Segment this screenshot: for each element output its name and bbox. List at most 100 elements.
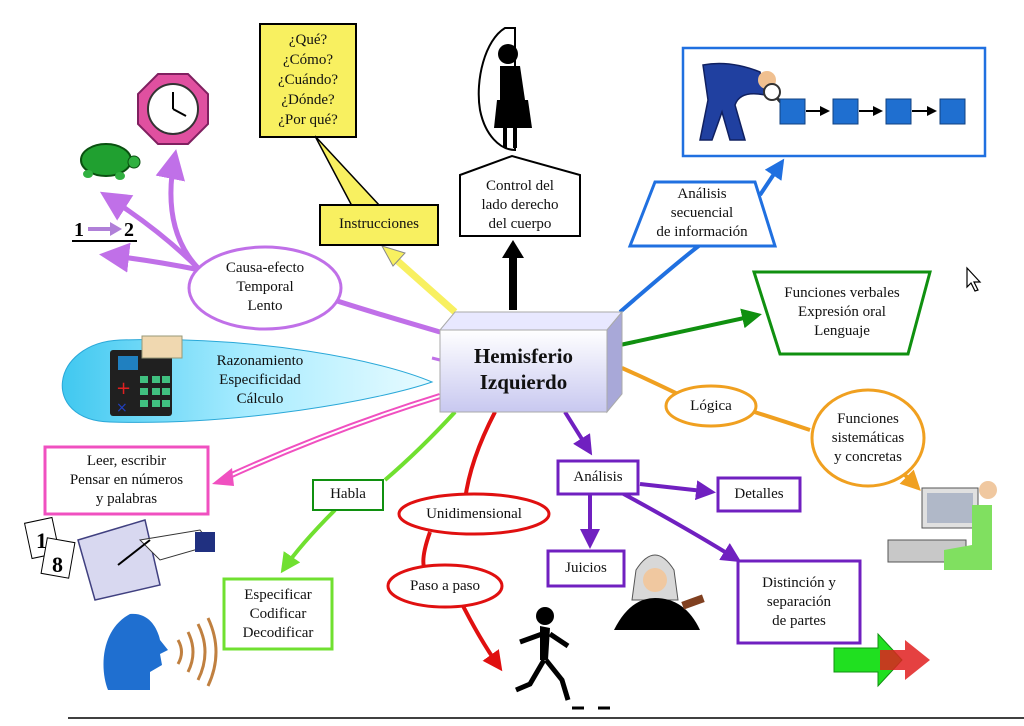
center-title-line1: Hemisferio xyxy=(473,344,574,368)
instrucciones-box xyxy=(319,204,439,246)
clock-icon xyxy=(137,73,209,145)
svg-text:×: × xyxy=(116,400,128,416)
calculator-icon: + × xyxy=(110,335,183,416)
analisis-sec-line1: Análisis xyxy=(677,186,727,202)
analisis-label: Análisis xyxy=(573,469,623,485)
instrucciones-callout-tail xyxy=(314,135,382,207)
analisis-box xyxy=(556,459,640,496)
question-donde: ¿Dónde? xyxy=(281,92,335,108)
mouse-cursor-icon xyxy=(966,266,982,292)
razonamiento-line3: Cálculo xyxy=(236,391,284,407)
unidimensional-connector xyxy=(421,411,500,668)
logica-ellipse xyxy=(664,384,758,428)
logica-label: Lógica xyxy=(690,398,732,414)
leer-connector-inner xyxy=(224,395,441,479)
center-node[interactable] xyxy=(438,310,624,414)
habla-connector xyxy=(283,410,457,570)
control-line2: lado derecho xyxy=(481,197,559,213)
especificar-box xyxy=(222,577,334,651)
detalles-label: Detalles xyxy=(734,486,784,502)
especificar-label: Especificar Codificar Decodificar xyxy=(224,586,332,643)
question-que: ¿Qué? xyxy=(288,32,328,48)
woman-silhouette-icon xyxy=(477,27,532,152)
funciones-verbales-label: Funciones verbales Expresión oral Lengua… xyxy=(760,284,924,341)
distincion-label: Distinción y separación de partes xyxy=(738,574,860,631)
speaking-head-icon xyxy=(103,613,218,690)
funciones-sist-line1: Funciones xyxy=(837,411,899,427)
sequence-one-two-icon: 1 2 xyxy=(72,219,137,242)
paso-label: Paso a paso xyxy=(410,578,480,594)
control-line3: del cuerpo xyxy=(488,216,552,232)
especificar-line3: Decodificar xyxy=(242,625,314,641)
distincion-line1: Distinción y xyxy=(762,575,836,591)
funciones-verbales-line3: Lenguaje xyxy=(814,323,870,339)
paso-ellipse xyxy=(386,563,504,609)
control-arrow-head xyxy=(502,240,524,258)
analisis-sec-label: Análisis secuencial de información xyxy=(632,185,772,242)
unidimensional-ellipse xyxy=(397,492,551,536)
instrucciones-arrow-head xyxy=(380,245,406,267)
handwriting-icon: 1 8 xyxy=(23,516,215,601)
computer-user-icon xyxy=(887,481,997,570)
questions-box xyxy=(259,23,357,138)
question-por-que: ¿Por qué? xyxy=(278,112,338,128)
analisis-connectors xyxy=(563,410,742,563)
instrucciones-label: Instrucciones xyxy=(339,216,419,232)
razonamiento-connector xyxy=(431,356,441,362)
juicios-label: Juicios xyxy=(565,560,607,576)
svg-text:1: 1 xyxy=(36,528,47,553)
svg-text:1: 1 xyxy=(74,219,84,241)
razonamiento-line1: Razonamiento xyxy=(216,353,304,369)
leer-box xyxy=(43,445,210,516)
questions-list: ¿Qué? ¿Cómo? ¿Cuándo? ¿Dónde? ¿Por qué? xyxy=(260,30,356,130)
question-cuando: ¿Cuándo? xyxy=(278,72,338,88)
funciones-verbales-box xyxy=(751,270,932,356)
control-box xyxy=(459,154,581,237)
center-title-line2: Izquierdo xyxy=(479,370,568,394)
funciones-verbales-connector xyxy=(619,308,762,347)
juicios-box xyxy=(546,549,626,588)
razonamiento-label: Razonamiento Especificidad Cálculo xyxy=(195,352,325,409)
sequence-squares-icon xyxy=(779,98,966,125)
leer-label: Leer, escribir Pensar en números y palab… xyxy=(45,452,208,509)
funciones-verbales-line1: Funciones verbales xyxy=(784,285,900,301)
runner-icon xyxy=(515,607,610,710)
razonamiento-line2: Especificidad xyxy=(219,372,301,388)
causa-label: Causa-efecto Temporal Lento xyxy=(190,259,340,316)
leer-line1: Leer, escribir xyxy=(86,453,167,469)
habla-box xyxy=(312,479,384,511)
analisis-sec-connector xyxy=(618,162,782,314)
svg-text:+: + xyxy=(116,378,131,399)
causa-ellipse xyxy=(187,245,343,331)
control-line1: Control del xyxy=(486,178,554,194)
funciones-sist-line3: y concretas xyxy=(834,449,902,465)
funciones-sist-ellipse xyxy=(810,388,926,488)
leer-arrow-head xyxy=(212,468,234,486)
green-arrow-icon xyxy=(833,632,930,688)
especificar-line2: Codificar xyxy=(249,606,307,622)
causa-line2: Temporal xyxy=(236,279,294,295)
analisis-sec-line2: secuencial xyxy=(670,205,734,221)
distincion-line2: separación xyxy=(766,594,832,610)
detalles-box xyxy=(716,476,802,513)
svg-text:8: 8 xyxy=(52,552,63,577)
distincion-box xyxy=(736,559,862,645)
analisis-sec-box xyxy=(627,180,778,248)
turtle-icon xyxy=(80,143,141,180)
funciones-sist-line2: sistemáticas xyxy=(831,430,905,446)
habla-label: Habla xyxy=(330,486,366,502)
question-como: ¿Cómo? xyxy=(283,52,333,68)
center-title: Hemisferio Izquierdo xyxy=(440,343,607,395)
leer-line3: y palabras xyxy=(95,491,158,507)
especificar-line1: Especificar xyxy=(244,587,312,603)
distincion-line3: de partes xyxy=(772,613,826,629)
causa-line1: Causa-efecto xyxy=(225,260,305,276)
funciones-sist-label: Funciones sistemáticas y concretas xyxy=(812,410,924,467)
unidimensional-label: Unidimensional xyxy=(426,506,522,522)
judge-icon xyxy=(614,554,705,630)
funciones-verbales-line2: Expresión oral xyxy=(798,304,886,320)
causa-line3: Lento xyxy=(247,298,283,314)
control-label: Control del lado derecho del cuerpo xyxy=(460,177,580,234)
analisis-sec-line3: de información xyxy=(656,224,748,240)
